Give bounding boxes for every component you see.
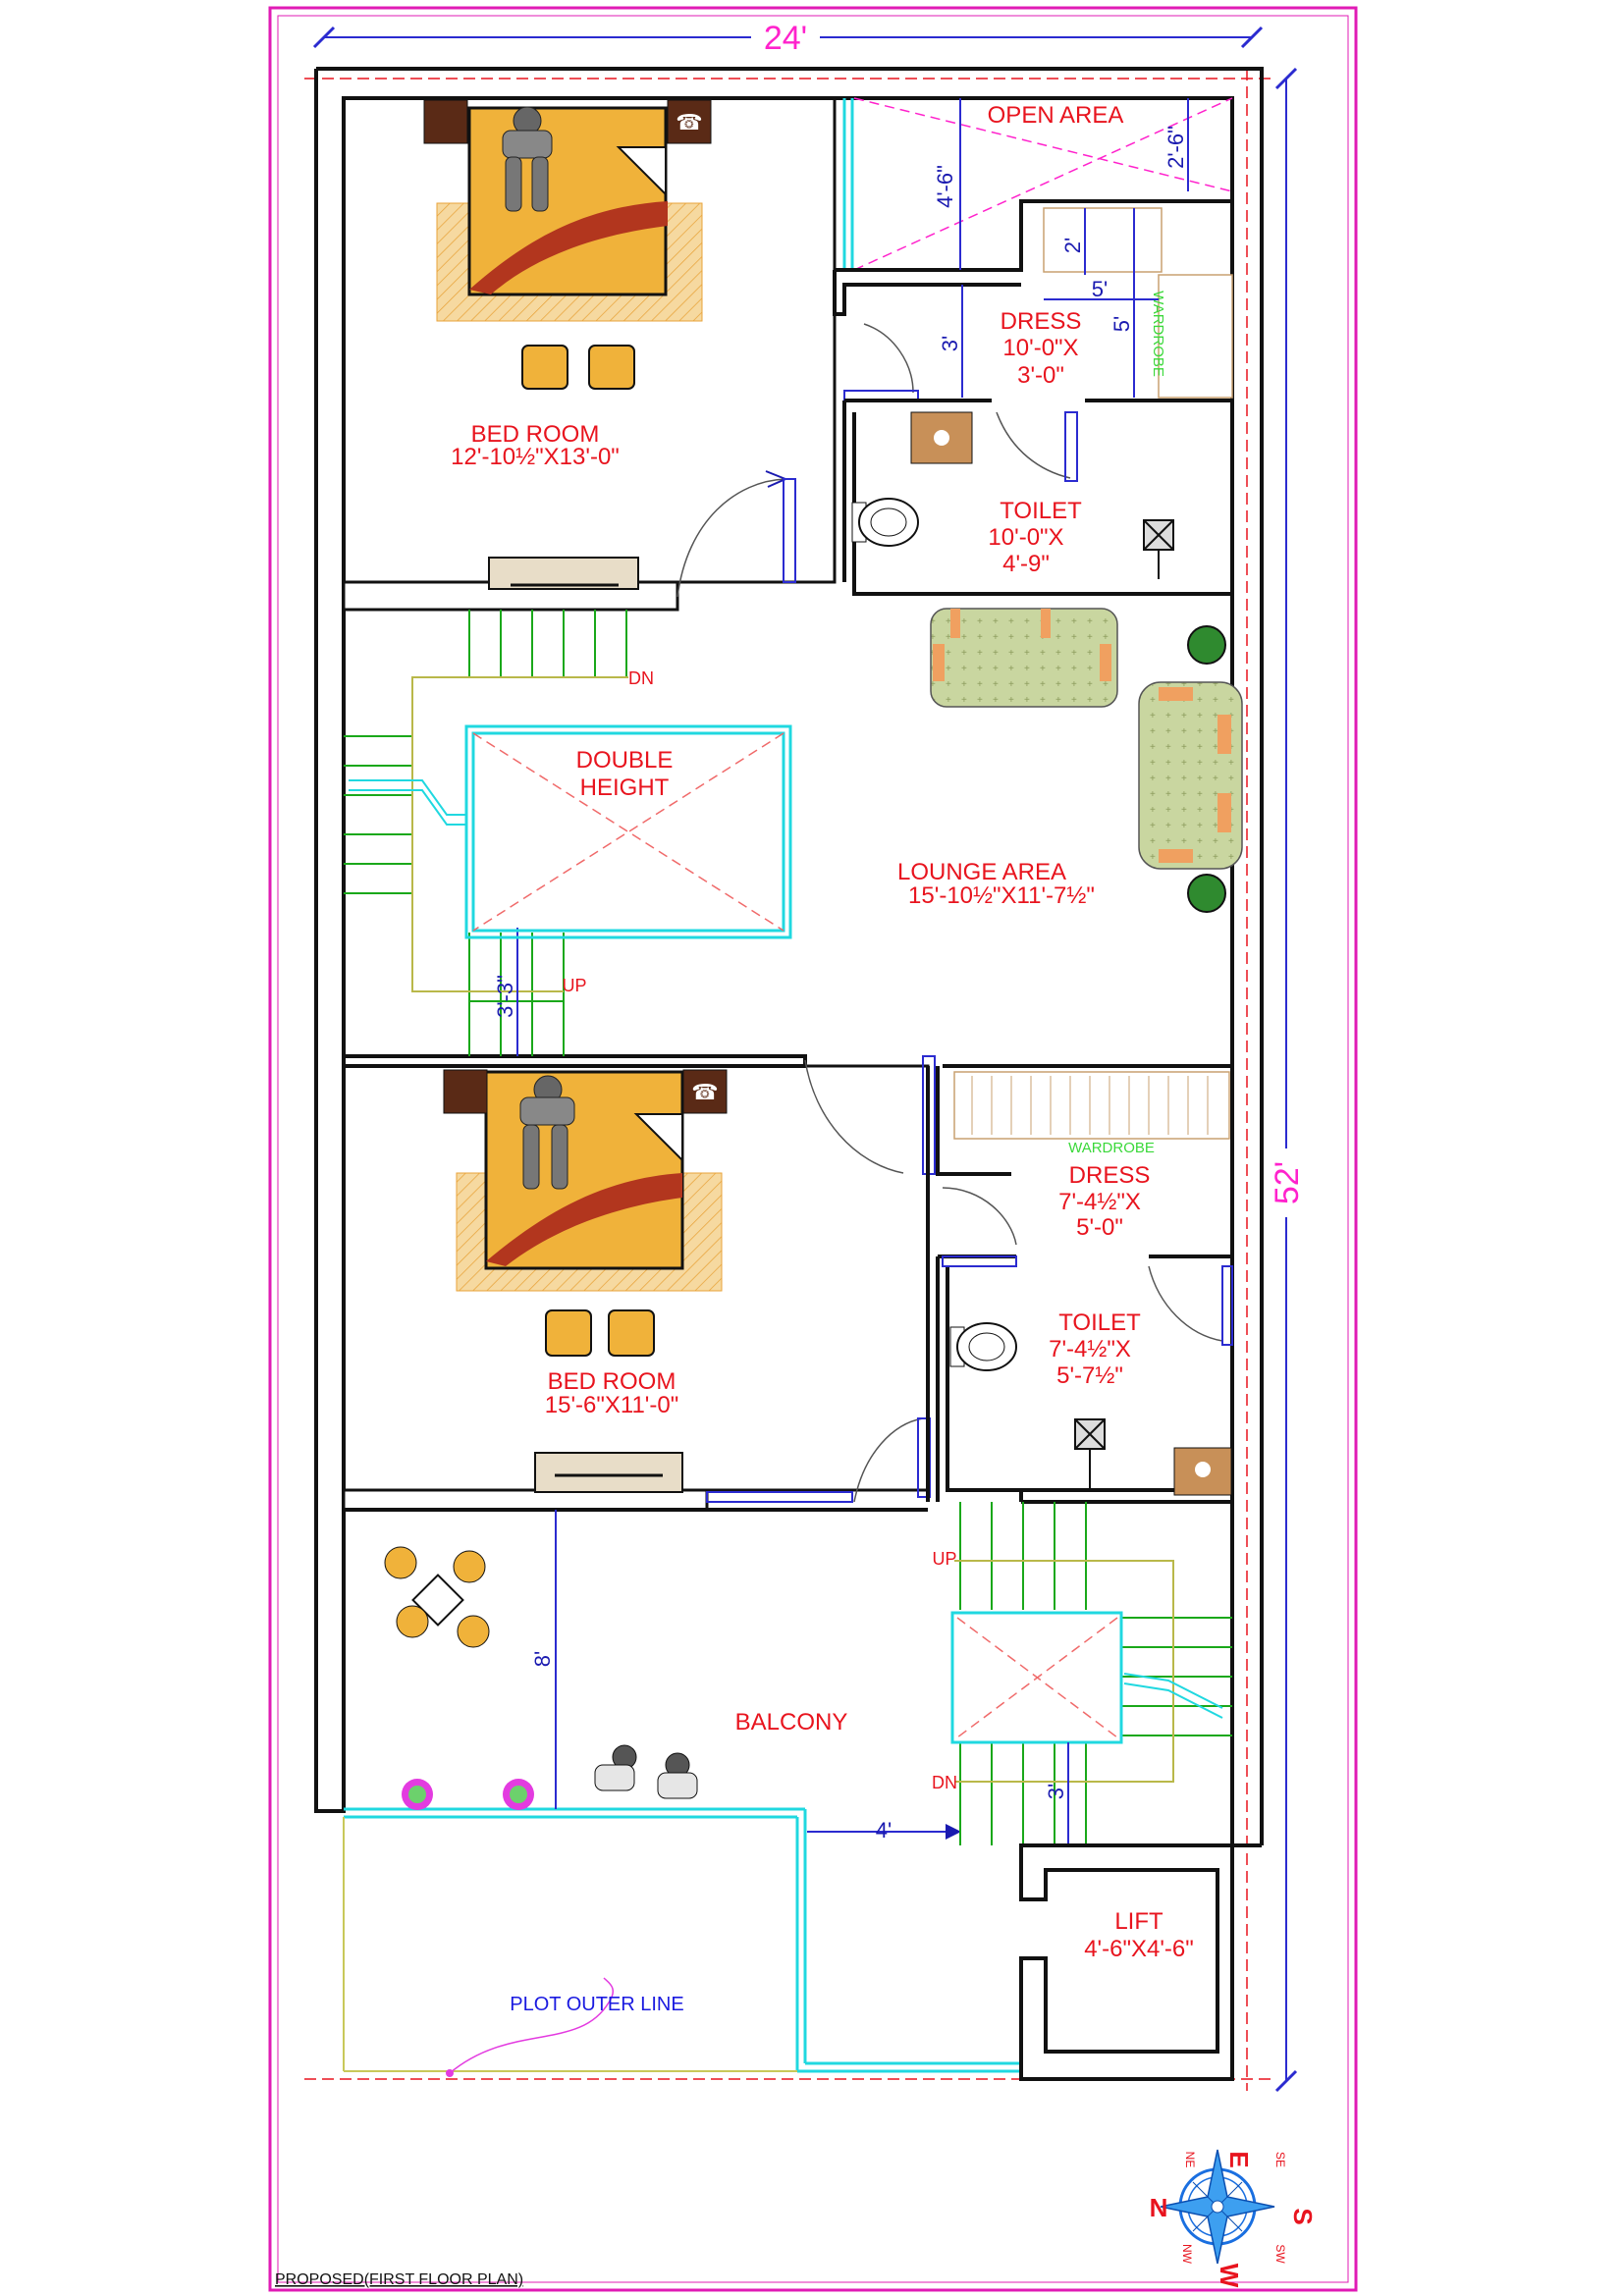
double-height-line2: HEIGHT <box>580 774 670 801</box>
balcony-name: BALCONY <box>735 1709 848 1735</box>
dim-2-6: 2'-6" <box>1163 126 1188 169</box>
stair-1-dn: DN <box>628 668 654 688</box>
stair-2-treads <box>959 1502 1232 1845</box>
double-height-line1: DOUBLE <box>576 747 674 774</box>
svg-text:☎: ☎ <box>676 111 702 135</box>
person-icon-2 <box>519 1075 575 1190</box>
sofa-icon <box>1138 681 1243 870</box>
dining-set-icon <box>384 1546 490 1648</box>
compass-s: S <box>1288 2208 1318 2224</box>
stair-2-up: UP <box>932 1549 956 1569</box>
wardrobe-2-label: WARDROBE <box>1068 1140 1155 1156</box>
dim-5v: 5' <box>1109 316 1134 332</box>
bedroom-1-name: BED ROOM <box>471 421 600 448</box>
outer-wall <box>314 67 1264 1847</box>
sheet-border <box>268 6 1358 2292</box>
bedroom-2-name: BED ROOM <box>548 1368 676 1395</box>
lift-walls <box>1019 1843 1234 2081</box>
svg-text:☎: ☎ <box>691 1081 718 1105</box>
compass-icon <box>1160 2149 1275 2265</box>
compass-n: N <box>1150 2193 1168 2222</box>
compass-e: E <box>1224 2151 1254 2167</box>
lift-name: LIFT <box>1114 1908 1163 1935</box>
balcony <box>344 1510 928 1809</box>
toilet-2-size1: 7'-4½"X <box>1049 1336 1131 1362</box>
plan-title: PROPOSED(FIRST FLOOR PLAN) <box>275 2271 523 2288</box>
stair-2-void <box>950 1611 1123 1744</box>
compass-se: SE <box>1273 2152 1287 2167</box>
dress-2-name: DRESS <box>1069 1162 1151 1189</box>
stair-1-up: UP <box>562 976 586 995</box>
stair-1-treads <box>344 610 627 1056</box>
people-icon <box>594 1744 698 1799</box>
wc-icon-2 <box>949 1322 1017 1371</box>
compass-sw: SW <box>1273 2244 1287 2264</box>
stair-2-area <box>947 1502 1232 1845</box>
person-icon <box>502 106 553 212</box>
potted-plant-icon <box>402 1779 534 1810</box>
width-label: 24' <box>764 20 807 57</box>
lift-size: 4'-6"X4'-6" <box>1084 1936 1194 1962</box>
toilet-2-size2: 5'-7½" <box>1056 1362 1123 1389</box>
lounge-size: 15'-10½"X11'-7½" <box>908 882 1095 909</box>
compass-ne: NE <box>1183 2152 1197 2168</box>
sheet-border-inner <box>277 15 1349 2283</box>
bedroom-1-size: 12'-10½"X13'-0" <box>451 444 620 470</box>
dress-1-size1: 10'-0"X <box>1002 335 1078 361</box>
stair-2-dn: DN <box>932 1773 957 1792</box>
wardrobe-top-label: WARDROBE <box>1150 291 1166 377</box>
dress-2-size1: 7'-4½"X <box>1058 1189 1141 1215</box>
wc-icon <box>851 498 919 547</box>
bedroom-2-size: 15'-6"X11'-0" <box>545 1392 679 1418</box>
toilet-2-name: TOILET <box>1058 1309 1141 1336</box>
toilet-1-walls <box>842 399 1232 596</box>
double-height-void <box>464 724 792 939</box>
length-label: 52' <box>1269 1161 1306 1204</box>
toilet-1-size2: 4'-9" <box>1002 551 1050 577</box>
bed-2 <box>484 1070 684 1270</box>
dim-5h: 5' <box>1092 277 1108 301</box>
dim-4: 4' <box>876 1818 892 1842</box>
plot-outer-line-note: PLOT OUTER LINE <box>510 1994 683 2015</box>
dress-1-name: DRESS <box>1001 308 1082 335</box>
lounge-name: LOUNGE AREA <box>897 859 1066 885</box>
open-area-label: OPEN AREA <box>988 102 1124 129</box>
wardrobe-top <box>1043 207 1233 399</box>
dress-2-size2: 5'-0" <box>1076 1214 1123 1241</box>
wardrobe-2 <box>953 1071 1230 1140</box>
dim-3b: 3' <box>1044 1784 1068 1799</box>
dim-8: 8' <box>530 1651 555 1667</box>
compass-w: W <box>1215 2264 1244 2288</box>
toilet-1-size1: 10'-0"X <box>988 524 1063 551</box>
toilet-1-name: TOILET <box>1000 498 1082 524</box>
rug-icon <box>930 608 1118 708</box>
plant-icon <box>1187 625 1226 913</box>
dim-4-6: 4'-6" <box>933 165 957 208</box>
dim-3-3: 3'-3" <box>493 975 517 1018</box>
dim-3: 3' <box>938 336 962 351</box>
dress-1-size2: 3'-0" <box>1017 362 1064 389</box>
compass-nw: NW <box>1180 2244 1194 2265</box>
dim-2: 2' <box>1060 238 1085 253</box>
